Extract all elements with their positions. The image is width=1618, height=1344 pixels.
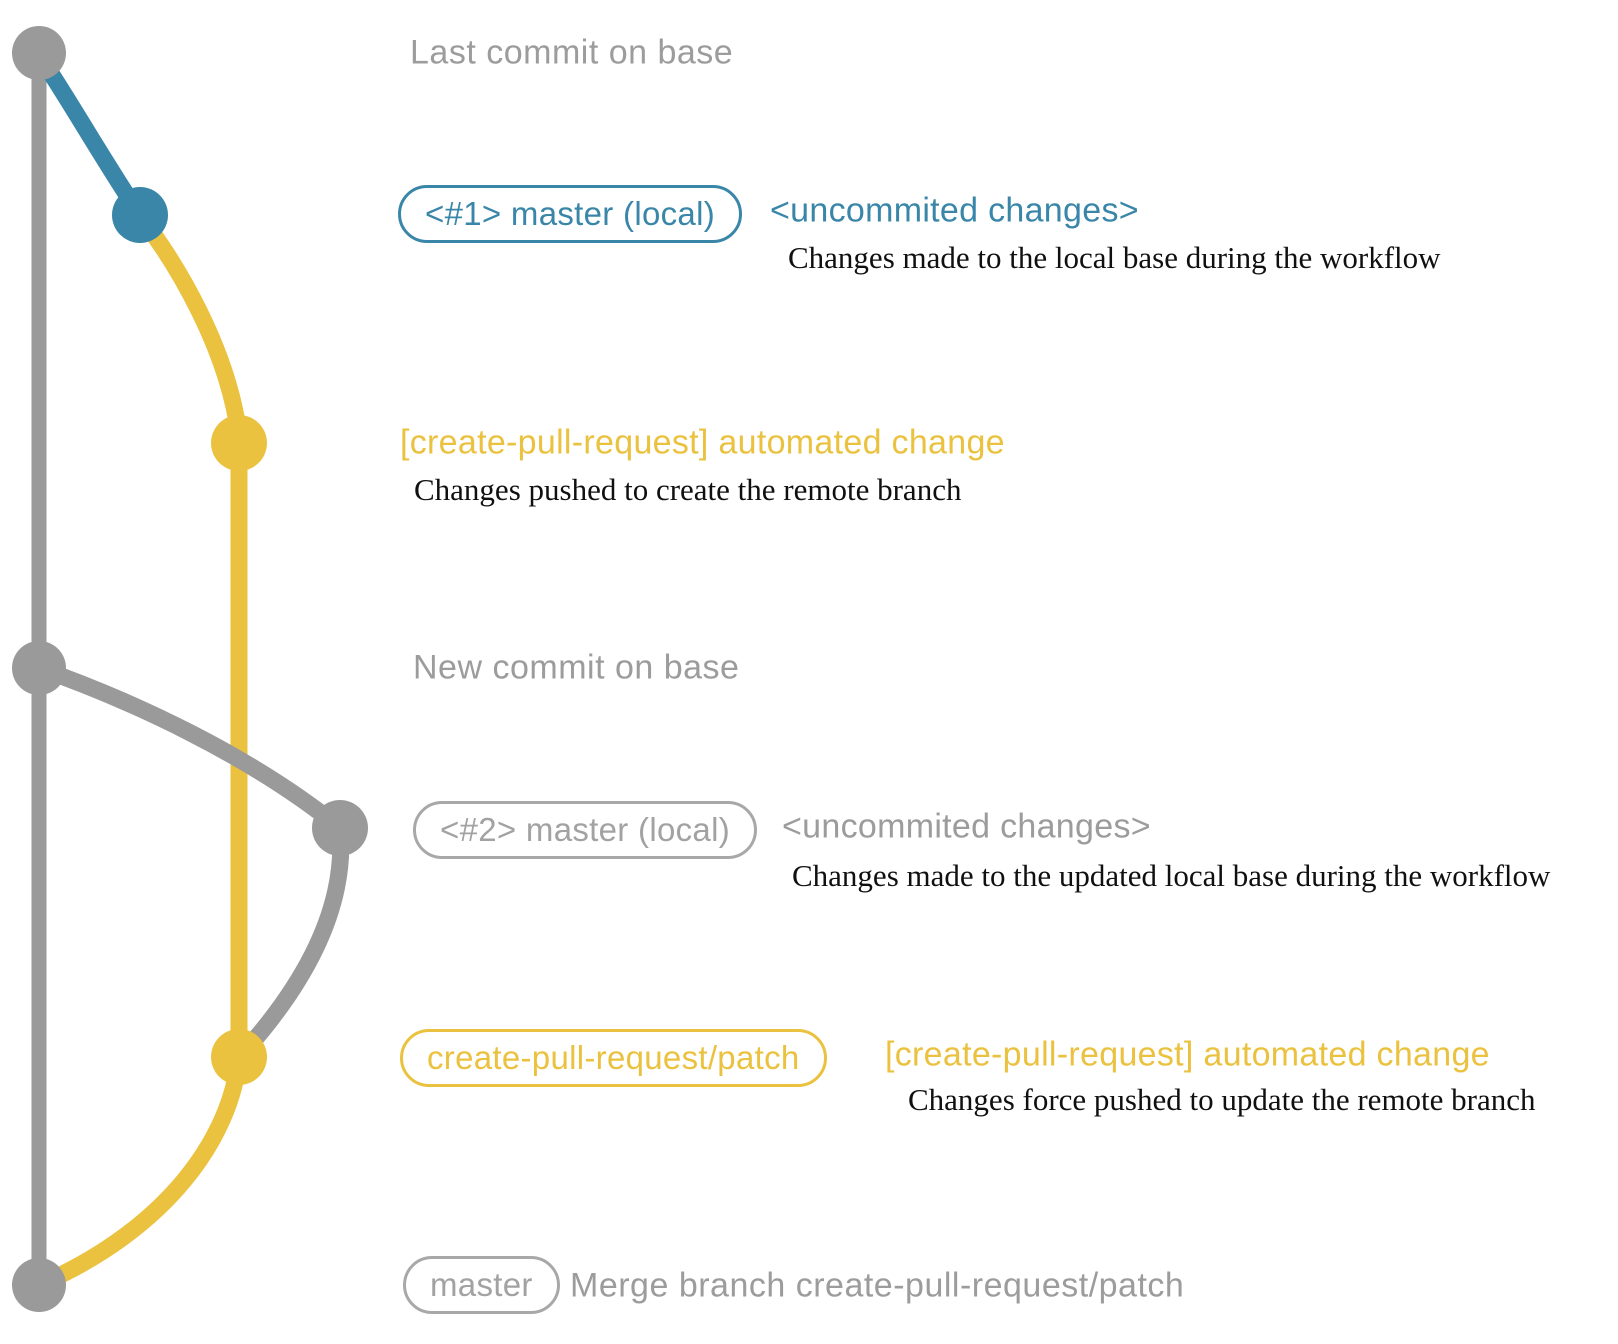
commit-dot-local-1 — [112, 187, 168, 243]
commit-note-uncommitted-1: <uncommited changes> — [770, 191, 1139, 230]
branch-pill-master: master — [403, 1256, 560, 1314]
commit-dot-last-base — [12, 26, 66, 80]
commit-dot-local-2 — [312, 800, 368, 856]
commit-caption-3: Changes made to the updated local base d… — [792, 858, 1551, 893]
base-commit-label-1: Last commit on base — [410, 33, 734, 72]
commit-note-uncommitted-2: <uncommited changes> — [782, 807, 1151, 846]
commit-dot-new-base — [12, 641, 66, 695]
force-push-line — [234, 819, 350, 1062]
local-branch-2-line — [30, 659, 349, 837]
local-branch-1-line — [30, 46, 147, 221]
merge-commit-message: Merge branch create-pull-request/patch — [570, 1266, 1185, 1305]
branch-pill-create-pull-request-patch: create-pull-request/patch — [400, 1029, 827, 1087]
commit-dot-merge — [12, 1258, 66, 1312]
commit-dot-remote-1 — [211, 415, 267, 471]
branch-pill-master-local-1: <#1> master (local) — [398, 185, 742, 243]
branch-pill-master-local-2: <#2> master (local) — [413, 801, 757, 859]
commit-caption-4: Changes force pushed to update the remot… — [908, 1082, 1536, 1117]
commit-caption-1: Changes made to the local base during th… — [788, 240, 1441, 275]
commit-caption-2: Changes pushed to create the remote bran… — [414, 472, 962, 507]
commit-note-automated-1: [create-pull-request] automated change — [400, 423, 1005, 462]
base-commit-label-2: New commit on base — [413, 648, 740, 687]
commit-dot-remote-2 — [211, 1029, 267, 1085]
commit-note-automated-2: [create-pull-request] automated change — [885, 1035, 1490, 1074]
